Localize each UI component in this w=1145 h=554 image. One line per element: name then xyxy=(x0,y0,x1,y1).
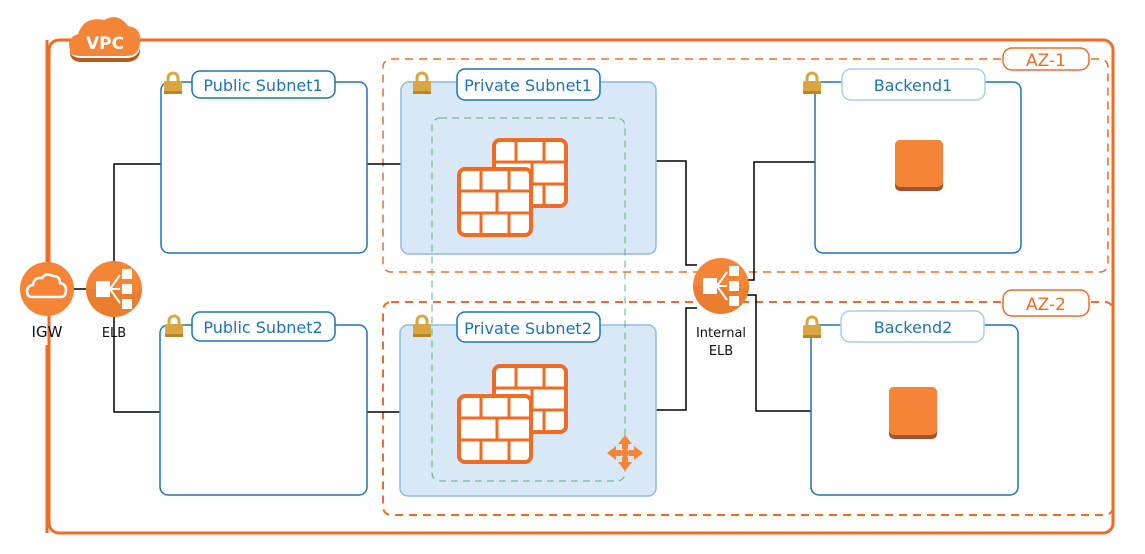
svg-text:ELB: ELB xyxy=(102,326,126,341)
igw-node[interactable]: IGW xyxy=(20,262,74,341)
instance-icon xyxy=(889,387,937,439)
lock-icon xyxy=(163,314,185,339)
backend-2-badge: Backend2 xyxy=(840,310,985,343)
igw-icon xyxy=(20,262,74,316)
auto-scaling-group xyxy=(431,117,626,482)
lock-icon xyxy=(411,71,433,96)
svg-text:IGW: IGW xyxy=(32,323,63,341)
public-subnet-1 xyxy=(160,81,368,254)
az1-badge: AZ-1 xyxy=(1002,47,1090,71)
load-balancer-icon xyxy=(85,260,143,318)
lock-icon xyxy=(162,71,184,96)
lock-icon xyxy=(801,71,823,96)
backend-1-badge: Backend1 xyxy=(841,68,986,101)
svg-text:Private Subnet1: Private Subnet1 xyxy=(464,76,592,95)
public-subnet-1-badge: Public Subnet1 xyxy=(191,70,336,99)
svg-text:Backend2: Backend2 xyxy=(874,318,953,337)
svg-text:Public Subnet1: Public Subnet1 xyxy=(203,76,322,95)
svg-text:Backend1: Backend1 xyxy=(874,76,953,95)
lock-icon xyxy=(411,314,433,339)
svg-text:AZ-1: AZ-1 xyxy=(1026,51,1066,71)
cloud-icon xyxy=(25,273,68,299)
public-subnet-2 xyxy=(159,324,368,496)
svg-text:Internal: Internal xyxy=(696,326,746,341)
elb-node[interactable]: ELB xyxy=(85,260,143,341)
az2-container xyxy=(382,301,1114,516)
svg-text:Private Subnet2: Private Subnet2 xyxy=(464,319,592,338)
az2-badge: AZ-2 xyxy=(1002,289,1090,317)
svg-text:Public Subnet2: Public Subnet2 xyxy=(203,318,322,337)
vpc-label: VPC xyxy=(86,34,124,54)
internal-elb-node[interactable]: Internal ELB xyxy=(692,257,750,359)
private-subnet-2-badge: Private Subnet2 xyxy=(456,311,601,343)
svg-text:ELB: ELB xyxy=(709,344,733,359)
lock-icon xyxy=(801,315,823,340)
instance-icon xyxy=(895,140,943,191)
svg-text:AZ-2: AZ-2 xyxy=(1026,295,1066,315)
az1-container xyxy=(382,58,1109,273)
load-balancer-icon xyxy=(692,257,750,315)
private-subnet-1-badge: Private Subnet1 xyxy=(456,68,601,101)
public-subnet-2-badge: Public Subnet2 xyxy=(191,311,336,342)
vpc-cloud-icon: VPC xyxy=(69,17,141,62)
